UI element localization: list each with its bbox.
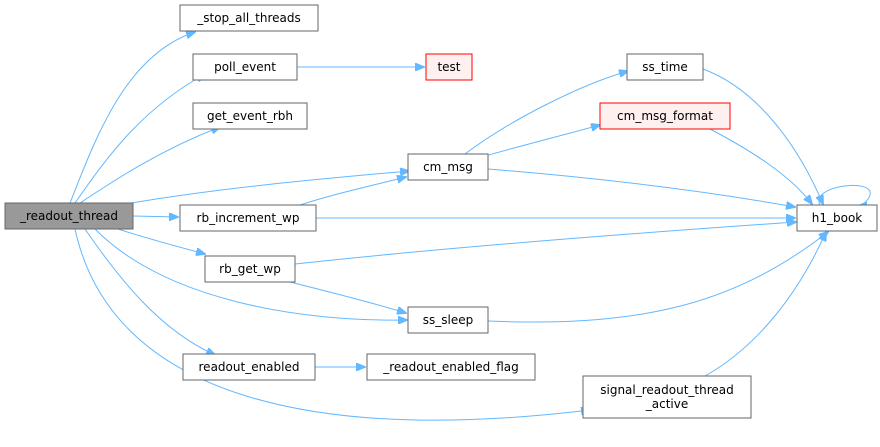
node-get-event-rbh[interactable]: get_event_rbh — [192, 102, 308, 130]
node-box — [192, 53, 298, 81]
edge-readout-thread-to-rb-get-wp — [117, 228, 205, 254]
node-box — [796, 204, 878, 232]
node-label: _readout_thread — [19, 209, 118, 223]
node-box — [179, 204, 317, 232]
edge-cm-msg-format-to-h1-book — [709, 128, 812, 204]
edge-readout-thread-to-signal-readout-thread-active — [74, 228, 590, 421]
edge-rb-get-wp-to-h1-book — [294, 222, 796, 265]
node-box — [599, 102, 731, 130]
node-poll-event[interactable]: poll_event — [192, 53, 298, 81]
edge-signal-readout-thread-active-to-h1-book — [704, 232, 826, 377]
edge-ss-time-to-h1-book — [702, 68, 823, 204]
edge-h1-book-to-h1-book — [818, 184, 871, 206]
edge-cm-msg-to-cm-msg-format — [484, 125, 600, 157]
node-box — [366, 353, 536, 381]
node-box — [179, 4, 319, 32]
edge-readout-thread-to-rb-increment-wp — [132, 216, 178, 217]
node-readout-enabled[interactable]: readout_enabled — [182, 353, 316, 381]
node-stop-all-threads[interactable]: _stop_all_threads — [179, 4, 319, 32]
node-readout-enabled-flag[interactable]: _readout_enabled_flag — [366, 353, 536, 381]
node-test[interactable]: test — [425, 53, 473, 81]
edge-readout-thread-to-get-event-rbh — [79, 127, 220, 204]
node-cm-msg[interactable]: cm_msg — [407, 153, 489, 181]
node-label: _active — [645, 397, 688, 411]
node-cm-msg-format[interactable]: cm_msg_format — [599, 102, 731, 130]
edge-readout-thread-to-ss-sleep — [94, 228, 407, 320]
node-ss-sleep[interactable]: ss_sleep — [407, 306, 489, 334]
node-h1-book[interactable]: h1_book — [796, 204, 878, 232]
node-label: get_event_rbh — [207, 109, 293, 123]
node-label: cm_msg_format — [617, 109, 713, 123]
node-label: cm_msg — [423, 160, 473, 174]
node-label: ss_time — [642, 60, 688, 74]
edge-cm-msg-to-ss-time — [464, 71, 628, 155]
edge-ss-sleep-to-h1-book — [487, 232, 828, 323]
node-box — [407, 153, 489, 181]
edge-cm-msg-to-h1-book — [487, 168, 795, 207]
edge-readout-thread-to-readout-enabled — [84, 228, 215, 355]
edge-rb-increment-wp-to-cm-msg — [299, 177, 406, 206]
edge-readout-thread-to-cm-msg — [119, 171, 409, 206]
edge-readout-thread-to-poll-event — [74, 74, 205, 204]
node-box — [582, 375, 752, 419]
node-label: signal_readout_thread — [600, 383, 734, 397]
node-label: _readout_enabled_flag — [382, 360, 519, 374]
node-box — [407, 306, 489, 334]
node-label: _stop_all_threads — [196, 11, 301, 25]
node-rb-get-wp[interactable]: rb_get_wp — [204, 255, 296, 283]
node-readout-thread[interactable]: _readout_thread — [4, 202, 134, 230]
node-signal-readout-thread-active[interactable]: signal_readout_thread_active — [582, 375, 752, 419]
node-label: readout_enabled — [199, 360, 300, 374]
node-label: rb_get_wp — [219, 262, 281, 276]
edge-rb-get-wp-to-ss-sleep — [289, 281, 406, 313]
edge-readout-thread-to-stop-all-threads — [69, 32, 195, 204]
node-box — [204, 255, 296, 283]
node-label: h1_book — [812, 211, 863, 225]
node-label: poll_event — [214, 60, 276, 74]
node-label: ss_sleep — [423, 313, 473, 327]
nodes-layer: _readout_thread _stop_all_threads poll_eve… — [4, 4, 878, 419]
node-label: rb_increment_wp — [197, 211, 300, 225]
node-box — [4, 202, 134, 230]
node-box — [192, 102, 308, 130]
node-rb-increment-wp[interactable]: rb_increment_wp — [179, 204, 317, 232]
node-ss-time[interactable]: ss_time — [626, 53, 704, 81]
node-label: test — [437, 60, 460, 74]
node-box — [182, 353, 316, 381]
node-box — [626, 53, 704, 81]
node-box — [425, 53, 473, 81]
